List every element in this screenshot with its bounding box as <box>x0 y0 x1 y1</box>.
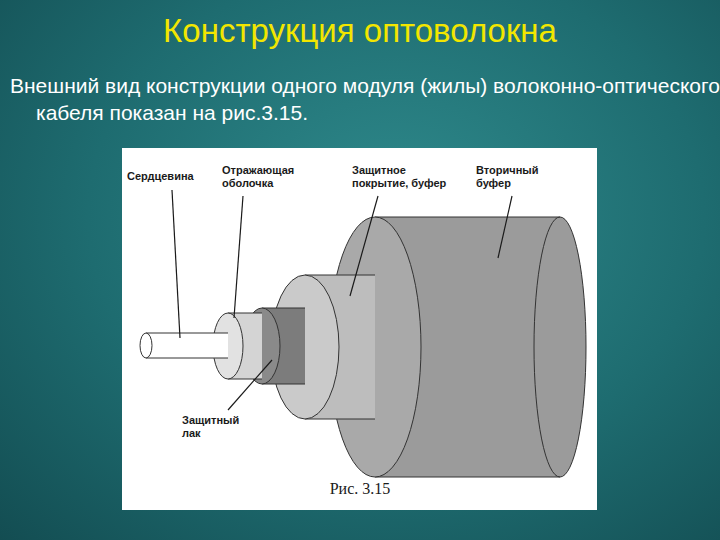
part-label: Защитный лак <box>182 414 242 440</box>
figure-caption: Рис. 3.15 <box>260 480 460 498</box>
body-text: Внешний вид конструкции одного модуля (ж… <box>10 72 720 126</box>
core <box>140 333 228 358</box>
leader-lines <box>172 190 512 410</box>
part-label: Сердцевина <box>127 170 217 183</box>
figure-panel <box>122 148 597 510</box>
part-label: Защитное покрытие, буфер <box>352 164 452 190</box>
part-label: Вторичный буфер <box>476 164 556 190</box>
part-label: Отражающая оболочка <box>222 164 302 190</box>
slide-title: Конструкция оптоволокна <box>0 12 720 50</box>
